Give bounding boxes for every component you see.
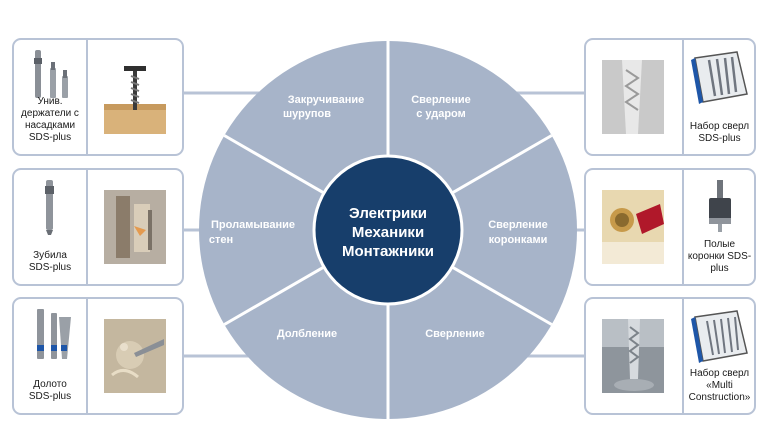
segment-hammer-drilling-line-1: Сверление: [411, 94, 471, 106]
card-chisels: Зубила SDS-plus: [12, 168, 184, 286]
center-circle: [312, 154, 464, 306]
segment-chiselling-line-1: Долбление: [277, 328, 337, 340]
core-bit-icon: [709, 180, 731, 232]
screw-photo-icon: [104, 66, 166, 134]
card-chisels-label: Зубила SDS-plus: [28, 250, 72, 273]
segment-screwing-line-2: шурупов: [283, 108, 331, 120]
chisel-set-icon: [37, 309, 71, 359]
card-multi-construction-label: Набор сверл «Multi Construction»: [688, 368, 751, 403]
hammer-drilling-photo-icon: [602, 60, 664, 134]
segment-wall-breaking-line-2: стен: [209, 234, 233, 246]
center-line-3: Монтажники: [342, 243, 434, 260]
center-line-1: Электрики: [349, 205, 427, 222]
card-core-bits: Полые коронки SDS- plus: [584, 168, 756, 286]
card-drill-set-sds-label: Набор сверл SDS-plus: [689, 121, 750, 144]
card-chisel-set: Долото SDS-plus: [12, 297, 184, 415]
segment-hammer-drilling-line-2: с ударом: [416, 108, 466, 120]
segment-core-drilling-line-1: Сверление: [488, 219, 548, 231]
segment-core-drilling-line-2: коронками: [489, 234, 548, 246]
wall-breaking-photo-icon: [104, 190, 166, 264]
drilling-photo-icon: [602, 319, 664, 393]
core-drilling-photo-icon: [602, 190, 664, 264]
card-universal-holders-label: Унив. держатели с насадками SDS-plus: [21, 96, 79, 143]
card-universal-holders: Унив. держатели с насадками SDS-plus: [12, 38, 184, 156]
card-chisel-set-label: Долото SDS-plus: [28, 379, 72, 402]
segment-screwing-line-1: Закручивание: [288, 94, 365, 106]
chiselling-photo-icon: [104, 319, 166, 393]
segment-drilling-line-1: Сверление: [425, 328, 485, 340]
chisel-icon: [45, 180, 54, 235]
card-drill-set-sds: Набор сверл SDS-plus: [584, 38, 756, 156]
drill-case-icon: [691, 51, 748, 104]
card-core-bits-label: Полые коронки SDS- plus: [687, 239, 752, 274]
center-line-2: Механики: [352, 224, 424, 241]
multi-drill-case-icon: [691, 310, 748, 363]
segment-wall-breaking-line-1: Проламывание: [211, 219, 295, 231]
bit-holder-icon: [34, 50, 68, 98]
card-multi-construction: Набор сверл «Multi Construction»: [584, 297, 756, 415]
